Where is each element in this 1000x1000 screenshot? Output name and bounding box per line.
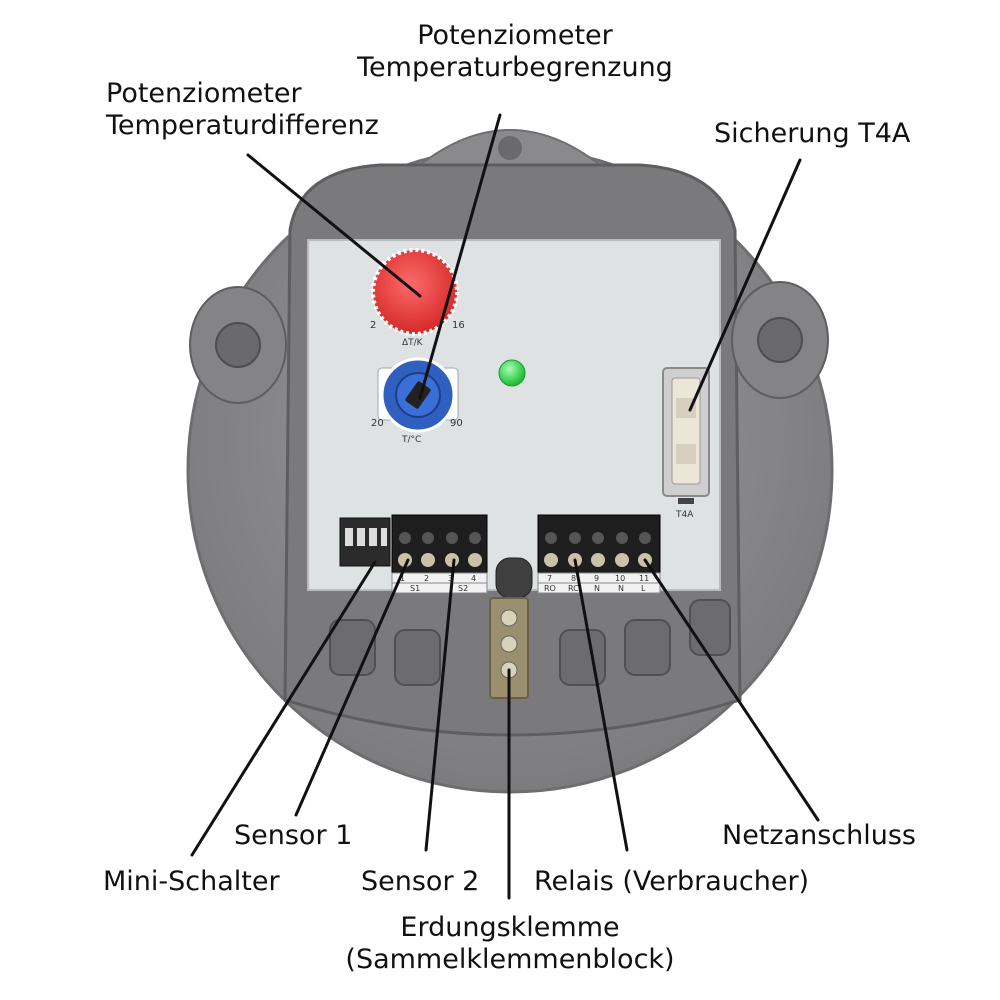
leader-fuse — [688, 158, 802, 412]
left-mounting-lug — [189, 286, 287, 404]
ground-terminal-block — [489, 557, 533, 699]
label-ground-line2: (Sammelklemmenblock) — [345, 944, 675, 975]
terminal-group-l: L — [641, 584, 646, 593]
terminal-num-10: 10 — [615, 574, 625, 583]
terminal-num-4: 4 — [471, 574, 476, 583]
leader-pot-temp-limit — [418, 113, 502, 400]
terminal-group-rc: RC — [568, 584, 579, 593]
label-pot-temp-diff-line1: Potenziometer — [106, 78, 302, 109]
label-pot-temp-limit: Potenziometer Temperaturbegrenzung — [345, 20, 685, 84]
terminal-group-s1: S1 — [410, 584, 420, 593]
leader-pot-temp-diff — [246, 153, 422, 298]
terminal-num-2: 2 — [424, 574, 429, 583]
label-pot-temp-limit-line1: Potenziometer — [417, 20, 613, 51]
pot-diff-unit: ΔT/K — [402, 338, 424, 348]
sensor-terminal-block: 1 2 3 4 S1 S2 — [391, 514, 488, 594]
terminal-num-7: 7 — [547, 574, 552, 583]
label-sensor1: Sensor 1 — [234, 820, 353, 851]
pot-diff-min: 2 — [370, 320, 376, 331]
pot-temp-limit: 20 90 T/°C — [371, 357, 463, 445]
pot-diff-max: 16 — [452, 320, 465, 331]
mini-switch — [339, 517, 391, 567]
leader-mains — [643, 558, 820, 822]
label-pot-temp-limit-line2: Temperaturbegrenzung — [357, 52, 673, 83]
terminal-num-9: 9 — [594, 574, 599, 583]
pot-limit-min: 20 — [371, 418, 384, 429]
leader-relay — [573, 558, 629, 852]
label-pot-temp-diff: Potenziometer Temperaturdifferenz — [106, 78, 379, 142]
terminal-group-n1: N — [594, 584, 600, 593]
terminal-group-ro: RO — [544, 584, 556, 593]
label-ground: Erdungsklemme (Sammelklemmenblock) — [330, 912, 690, 976]
right-mounting-lug — [731, 281, 829, 399]
pot-limit-unit: T/°C — [401, 435, 421, 445]
label-fuse: Sicherung T4A — [714, 118, 911, 149]
relay-mains-terminal-block: 7 8 9 10 11 RO RC N N L — [537, 514, 661, 594]
leader-lines — [190, 113, 820, 900]
status-led — [498, 359, 526, 387]
leader-sensor1 — [294, 558, 410, 817]
label-ground-line1: Erdungsklemme — [400, 912, 620, 943]
label-sensor2: Sensor 2 — [361, 866, 480, 897]
fuse-board-label: T4A — [675, 510, 694, 520]
leader-sensor2 — [424, 558, 456, 852]
label-relay: Relais (Verbraucher) — [534, 866, 810, 897]
fuse-holder: T4A — [662, 367, 710, 520]
label-mini-switch: Mini-Schalter — [103, 866, 280, 897]
terminal-num-3: 3 — [448, 574, 453, 583]
terminal-group-n2: N — [618, 584, 624, 593]
terminal-num-11: 11 — [639, 574, 649, 583]
terminal-num-1: 1 — [400, 574, 405, 583]
terminal-num-8: 8 — [571, 574, 576, 583]
terminal-group-s2: S2 — [458, 584, 468, 593]
label-pot-temp-diff-line2: Temperaturdifferenz — [106, 110, 379, 141]
pot-limit-max: 90 — [450, 418, 463, 429]
label-mains: Netzanschluss — [722, 820, 916, 851]
leader-mini-switch — [190, 560, 377, 857]
